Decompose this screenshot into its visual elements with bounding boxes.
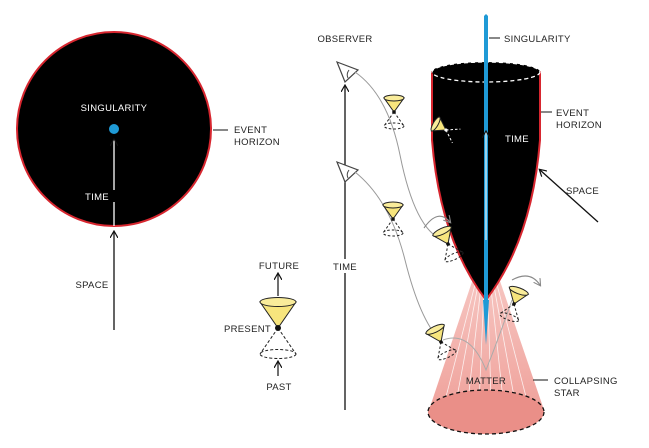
collapsing-star-label-2: STAR <box>554 388 580 399</box>
past-cone-rim <box>259 349 297 359</box>
light-cone-tilted <box>431 225 464 263</box>
event-horizon-label-1: EVENT <box>234 125 267 136</box>
light-cone <box>383 94 405 130</box>
observer-eye-icon <box>335 60 360 84</box>
space-label: SPACE <box>566 186 599 197</box>
event-horizon-label-2: HORIZON <box>234 137 280 148</box>
singularity-dot <box>109 124 119 134</box>
time-label-bg <box>92 190 136 202</box>
event-horizon-label-1: EVENT <box>556 108 589 119</box>
present-dot <box>275 325 281 331</box>
right-panel: OBSERVER TIME <box>317 14 618 435</box>
light-cone-legend: FUTURE PRESENT PAST <box>224 261 299 393</box>
time-label: TIME <box>85 192 109 203</box>
observer-time-label: TIME <box>333 262 357 273</box>
light-cone-inside <box>430 116 461 144</box>
present-label: PRESENT <box>224 324 271 335</box>
inner-time-label: TIME <box>505 134 529 145</box>
singularity-spike <box>483 300 489 345</box>
light-ray-lower <box>354 171 441 341</box>
light-cone-tilted <box>499 285 530 323</box>
light-ray-upper <box>354 71 444 241</box>
observer-time-label-bg <box>330 259 360 273</box>
matter-label: MATTER <box>466 376 506 387</box>
left-panel: SINGULARITY TIME EVENT HORIZON SPACE <box>16 31 280 330</box>
space-label: SPACE <box>75 280 108 291</box>
future-cone-rim <box>259 297 297 307</box>
observer-label: OBSERVER <box>317 34 372 45</box>
curved-arrow-left <box>423 216 450 229</box>
light-ray-inner <box>442 299 513 372</box>
space-arrow <box>540 170 599 223</box>
collapsing-star-label-1: COLLAPSING <box>554 376 618 387</box>
star-base <box>427 389 545 435</box>
past-label: PAST <box>266 382 291 393</box>
singularity-label: SINGULARITY <box>504 34 571 45</box>
curved-arrow-right <box>511 275 540 285</box>
singularity-label: SINGULARITY <box>81 103 148 114</box>
event-horizon-label-2: HORIZON <box>556 120 602 131</box>
light-cone-tilted <box>424 323 457 361</box>
light-cone <box>382 201 404 237</box>
future-label: FUTURE <box>259 261 299 272</box>
past-cone <box>259 327 297 355</box>
observer-eye-icon <box>335 160 360 184</box>
